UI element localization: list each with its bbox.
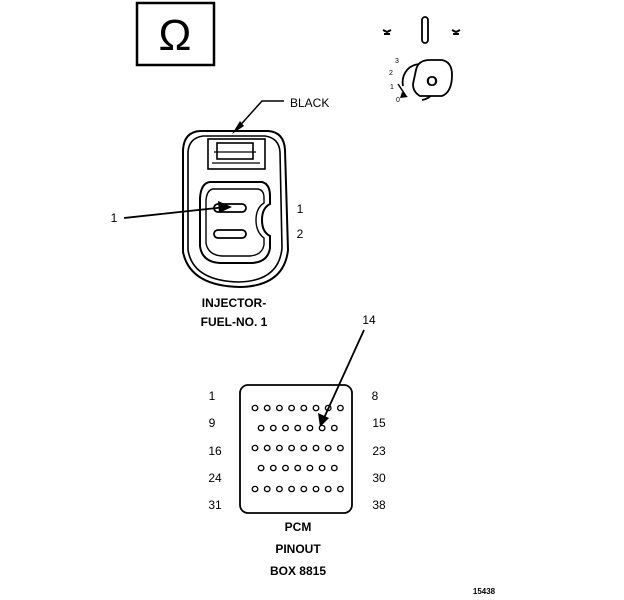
ohmmeter-symbol: Ω [135,1,216,67]
pin-1-callout-arrow-icon [218,201,232,213]
pin-callout-label: 1 [111,211,118,225]
pcm-row-right-label-4: 30 [372,471,386,485]
pcm-pin [263,485,271,493]
pcm-pin [251,404,259,412]
pcm-pin [324,485,332,493]
pcm-pin [336,485,344,493]
pin-1-callout-line [123,206,227,219]
pcm-pin [312,485,320,493]
pcm-pin [282,464,289,472]
pcm-pin [300,444,308,452]
pcm-callout-label: 14 [362,313,376,327]
pcm-pin [251,485,259,493]
switch-slot [421,16,429,44]
pcm-callout-arrow-icon [318,413,329,427]
pcm-pin [312,444,320,452]
pcm-name-line1: PCM [285,520,312,534]
pcm-pin [318,464,326,472]
pcm-pin [300,404,308,412]
pcm-pin [294,424,302,432]
connector-housing-inner [187,135,283,283]
ignition-switch: O 3 2 1 0 [382,16,461,104]
pcm-pin [275,485,283,493]
pcm-pin [336,444,344,452]
locking-tab [207,138,266,170]
pcm-pin [306,424,314,432]
position-label-2: 2 [389,70,393,77]
pcm-pin [306,464,314,472]
pcm-pin [251,444,259,452]
wire-color-label: BLACK [290,96,329,110]
pcm-pin [269,424,277,432]
switch-pointer-line [397,83,407,97]
pcm-pin [294,464,302,472]
terminal-cavity-inner [205,188,265,257]
pcm-pin [288,404,296,412]
pcm-pin [330,424,338,432]
ohm-icon: Ω [159,11,192,60]
black-wire-leader [235,100,284,131]
pcm-pin [263,404,271,412]
pcm-pin-grid [251,404,344,493]
pcm-pin [257,464,265,472]
key-letter: O [426,73,438,90]
position-label-1: 1 [390,84,394,91]
pcm-row-left-label-5: 31 [208,498,222,512]
injector-name-line2: FUEL-NO. 1 [201,315,268,329]
pcm-row-left-label-2: 9 [209,416,216,430]
pcm-row-left-label-1: 1 [209,389,216,403]
pcm-row-left-label-4: 24 [208,471,222,485]
pcm-pin [318,424,326,432]
pcm-pin [257,424,265,432]
pcm-pin [288,444,296,452]
pcm-pin [324,444,332,452]
pcm-pin [288,485,296,493]
pcm-pin [300,485,308,493]
injector-connector: BLACK 1 1 2 INJECTOR- FUEL-NO. 1 [111,96,330,329]
pcm-row-right-label-2: 15 [372,416,386,430]
pcm-pin [336,404,344,412]
pcm-connector: 14 1 9 16 24 31 8 15 23 30 38 PCM PINOUT… [208,313,386,578]
connector-housing-outer [182,130,290,289]
position-label-3: 3 [395,58,399,65]
position-label-0: 0 [396,97,400,104]
ignition-key-icon [412,59,453,97]
pcm-pin [282,424,289,432]
pcm-row-left-label-3: 16 [208,444,222,458]
pcm-pin [263,444,271,452]
pcm-row-right-label-5: 38 [372,498,386,512]
locking-tab-ribs [212,151,260,164]
ohmmeter-frame [135,1,216,67]
pcm-row-right-label-3: 23 [372,444,386,458]
locking-tab-latch [216,142,254,160]
pcm-name-line2: PINOUT [275,542,321,556]
switch-pointer-arrow-icon [400,92,408,98]
pcm-connector-body [239,384,353,514]
pcm-pin [275,444,283,452]
pcm-name-line3: BOX 8815 [270,564,326,578]
pin-label-1: 1 [297,202,304,216]
injector-name-line1: INJECTOR- [202,296,266,310]
pcm-pin [330,464,338,472]
pin-label-2: 2 [297,227,304,241]
pcm-pin [269,464,277,472]
lock-on-icon [451,29,461,35]
pcm-row-right-label-1: 8 [372,389,379,403]
pcm-pin [312,404,320,412]
pin-2-terminal [213,229,247,239]
pcm-pin [275,404,283,412]
lock-off-icon [382,29,392,35]
terminal-cavity-outer [199,181,271,264]
pcm-callout-line [323,329,365,419]
figure-number: 15438 [473,587,496,596]
